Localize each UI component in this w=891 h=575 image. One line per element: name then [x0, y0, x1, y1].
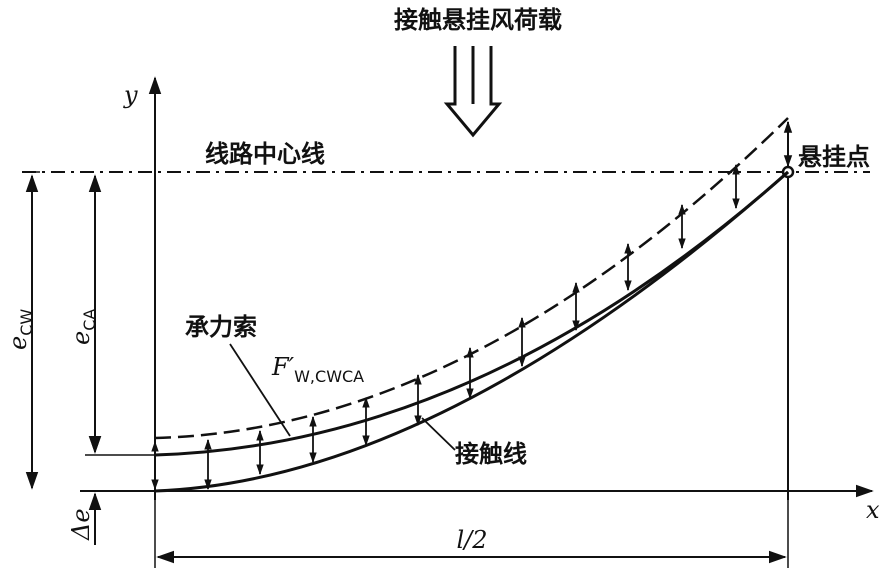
center-line-label: 线路中心线	[205, 140, 325, 168]
e-ca-label: eCA	[67, 309, 99, 345]
force-label: F′W,CWCA	[271, 353, 364, 386]
diagram-title: 接触悬挂风荷载	[394, 6, 562, 34]
catenary-label: 承力索	[185, 313, 257, 341]
x-axis-label: x	[866, 496, 880, 524]
y-axis-label: y	[123, 81, 138, 109]
support-point-label: 悬挂点	[798, 143, 870, 171]
catenary-leader	[229, 343, 291, 437]
contact-wire-curve	[154, 170, 789, 493]
contact-wire-label: 接触线	[455, 440, 527, 468]
half-span-label: l/2	[456, 526, 487, 554]
delta-e-label: Δe	[67, 508, 95, 541]
wind-load-arrow-icon	[443, 46, 503, 138]
contact-wire-leader	[421, 417, 456, 451]
e-cw-label: eCW	[4, 309, 36, 350]
wind-force-arrows	[151, 163, 740, 491]
